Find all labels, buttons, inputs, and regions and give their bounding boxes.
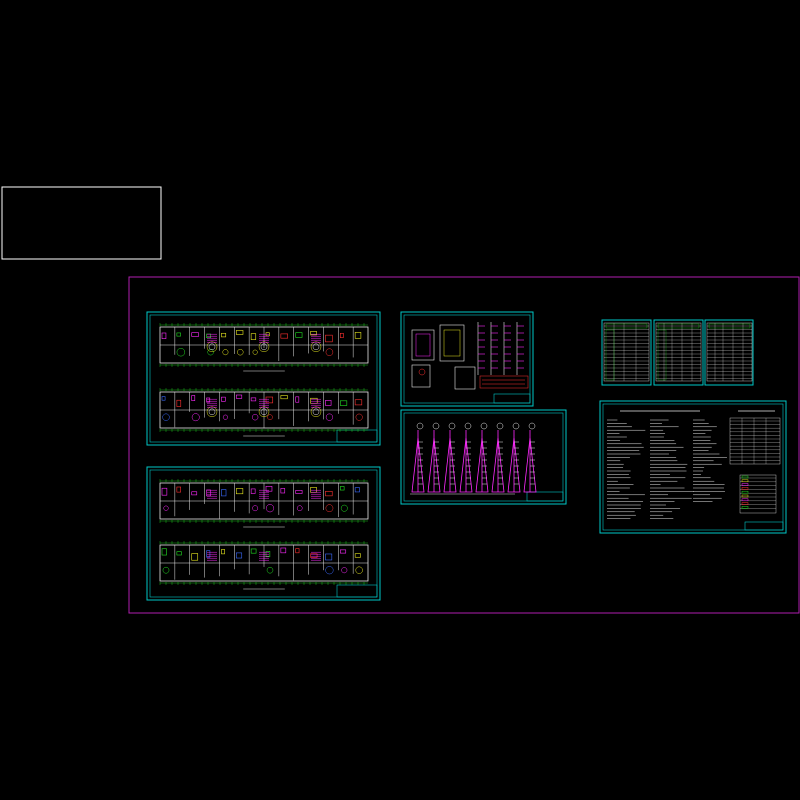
- table-sheet-3[interactable]: [704, 319, 754, 386]
- design-notes-sheet[interactable]: [599, 400, 787, 534]
- title-block: [526, 491, 564, 502]
- title-block: [744, 521, 784, 531]
- table-sheet-1[interactable]: [601, 319, 652, 386]
- floor-plan-drawing-a: [159, 323, 369, 372]
- notes-content: [607, 410, 781, 519]
- floor-plan-drawing-b: [159, 388, 369, 437]
- floor-plan-drawing-d: [159, 541, 369, 590]
- detail-drawings: [411, 322, 529, 390]
- table-sheet-2[interactable]: [653, 319, 704, 386]
- riser-diagram-sheet[interactable]: [400, 409, 567, 505]
- floor-plan-upper-sheet[interactable]: [146, 311, 381, 446]
- layout-outer-frame: [128, 276, 800, 614]
- empty-viewport-box[interactable]: [1, 186, 162, 260]
- title-block: [493, 393, 531, 404]
- floor-plan-lower-sheet[interactable]: [146, 466, 381, 601]
- table-sheets[interactable]: [601, 319, 754, 386]
- detail-sheet-top[interactable]: [400, 311, 534, 407]
- title-block: [336, 584, 378, 598]
- riser-diagrams: [410, 422, 537, 495]
- floor-plan-drawing-c: [159, 479, 369, 528]
- schedule-tables: [603, 322, 753, 382]
